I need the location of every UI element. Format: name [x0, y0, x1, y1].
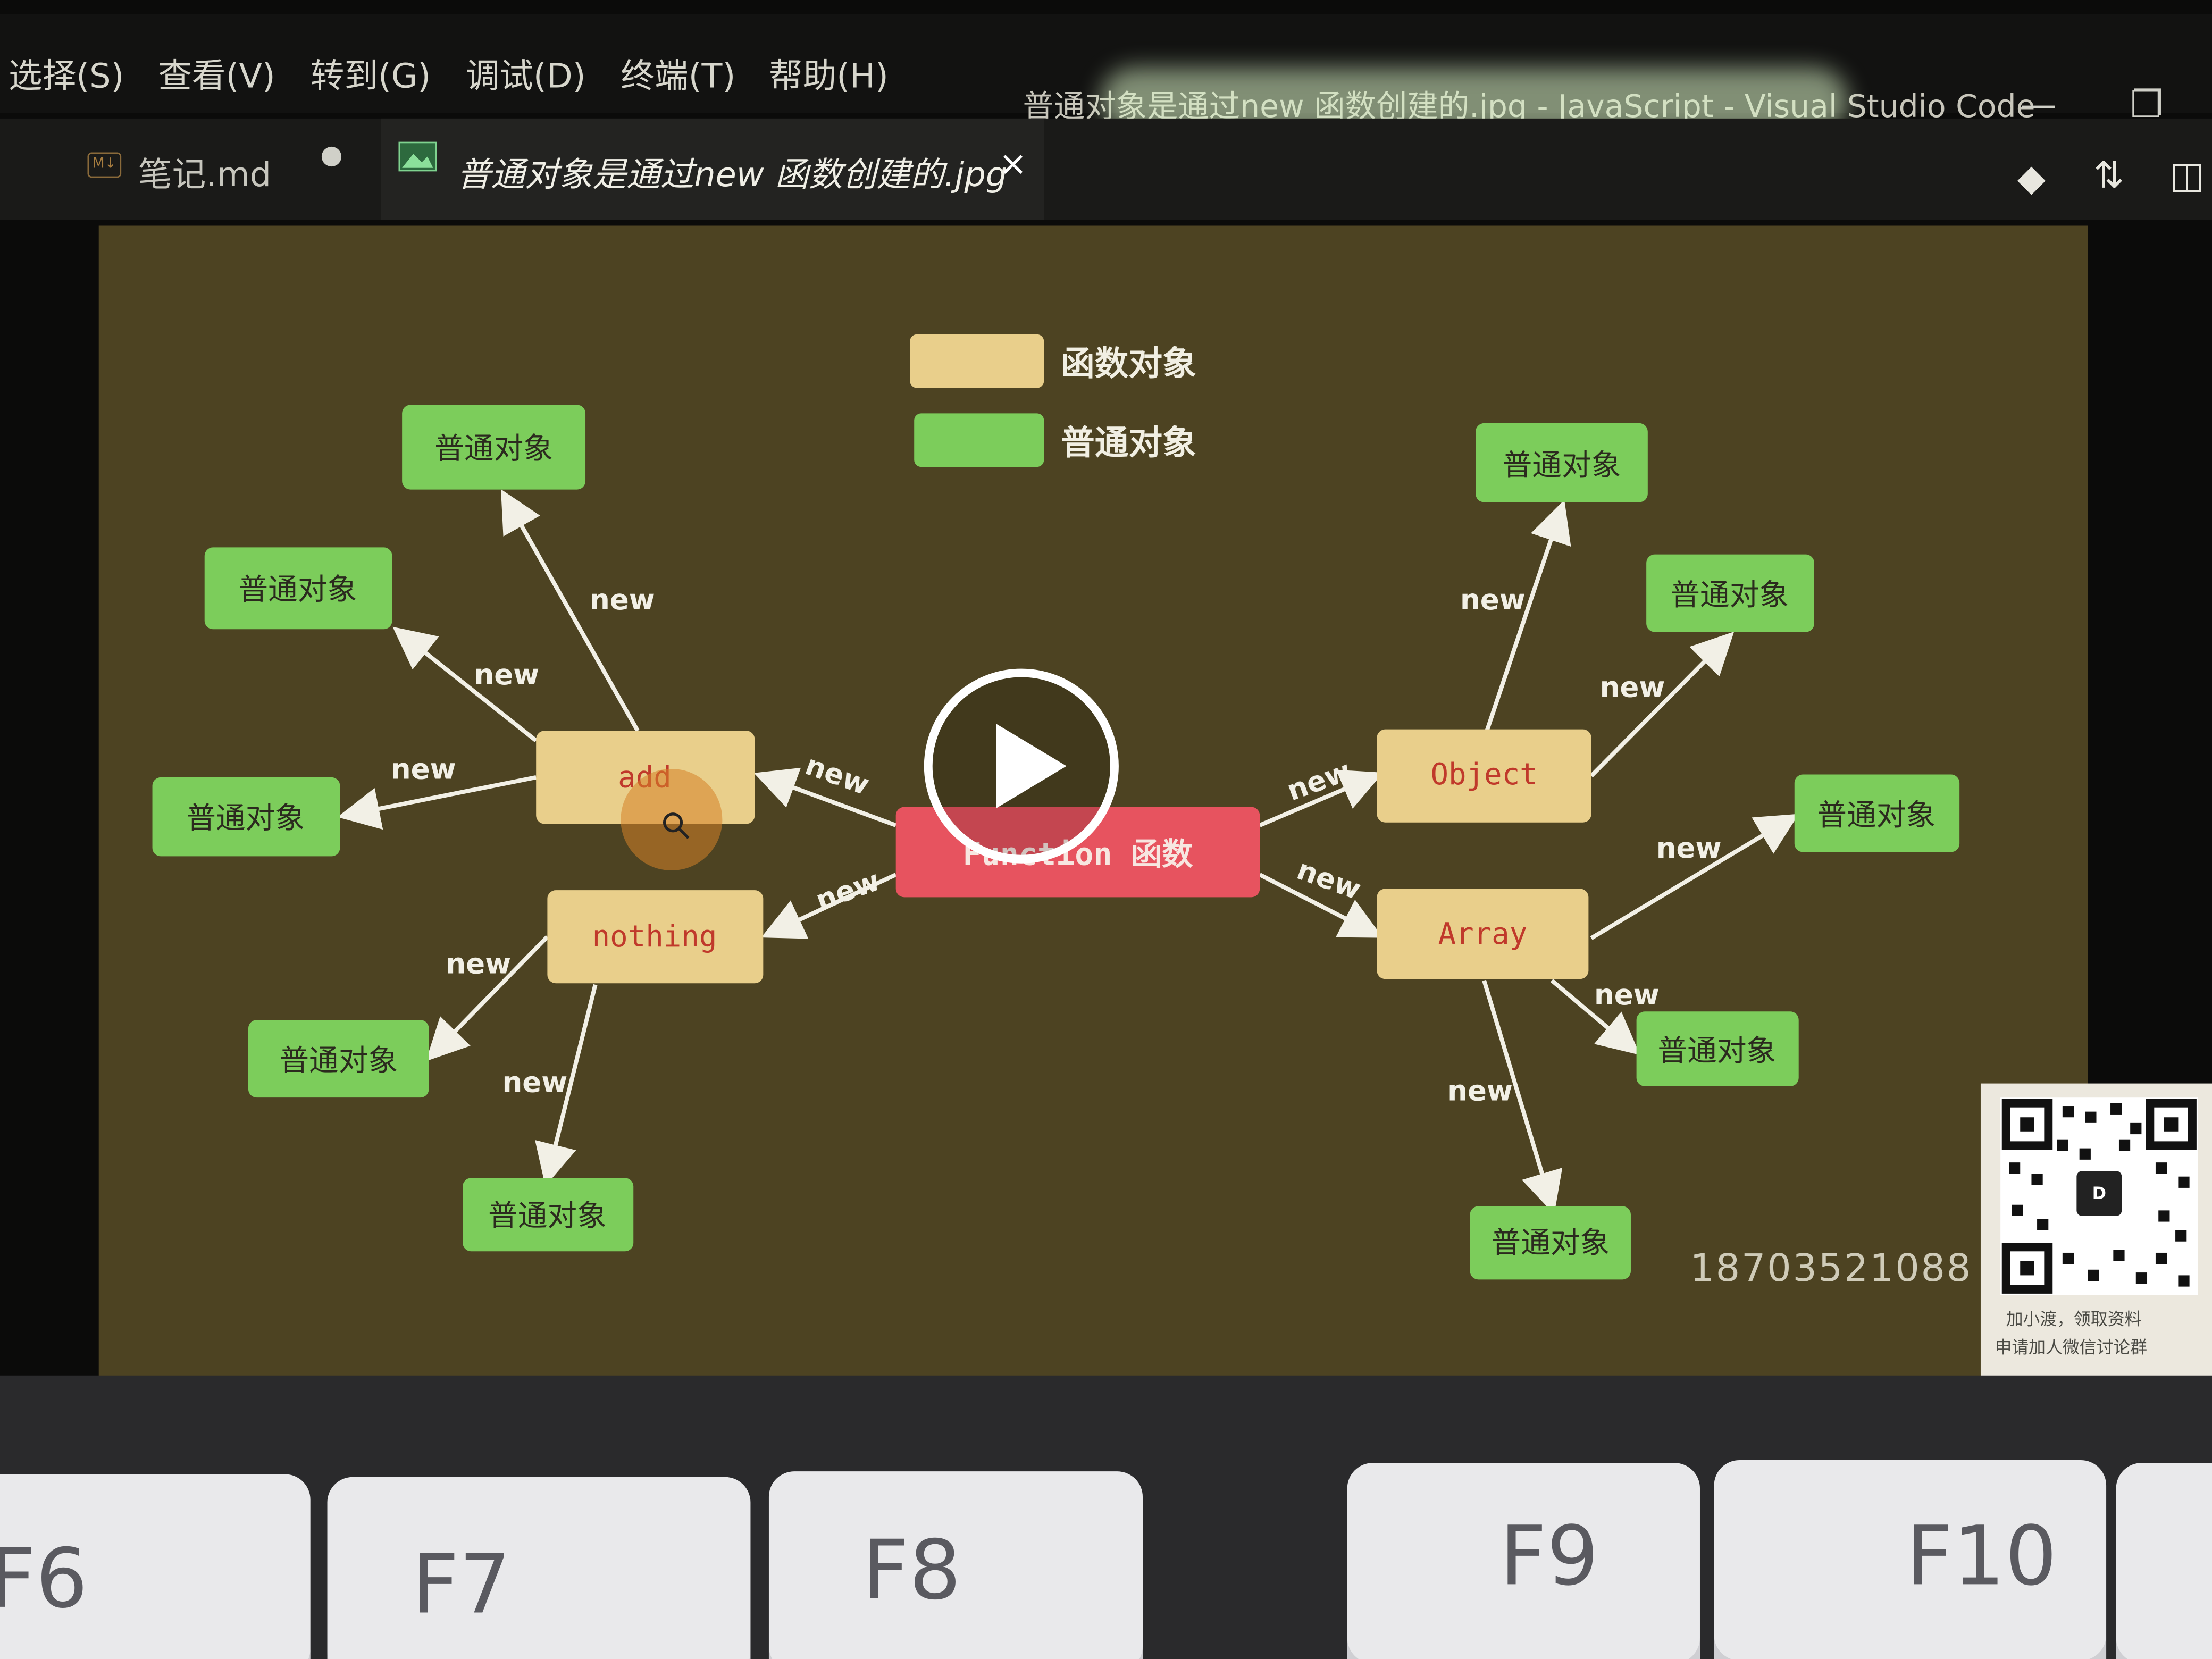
plain-object-label: 普通对象	[1503, 448, 1621, 483]
key-label: F8	[862, 1522, 961, 1619]
new-label: new	[1656, 832, 1722, 865]
key-f10[interactable]: F10	[1714, 1460, 2107, 1659]
git-icon[interactable]: ◆	[2017, 158, 2046, 200]
tab-bar: M↓ 笔记.md 普通对象是通过new 函数创建的.jpg × ◆ ⇅ ◫	[0, 118, 2212, 220]
function-node	[895, 807, 1260, 898]
key-label: F6	[0, 1530, 88, 1627]
plain-object-label: 普通对象	[1817, 798, 1936, 833]
zoom-cursor-icon	[621, 768, 723, 870]
key-f7[interactable]: F7	[327, 1477, 751, 1659]
menu-debug[interactable]: 调试(D)	[465, 56, 586, 96]
plain-object-label: 普通对象	[1657, 1034, 1776, 1068]
qr-code-icon: D	[2000, 1097, 2198, 1295]
key-label: F10	[1906, 1508, 2057, 1604]
plain-object-node	[152, 777, 340, 857]
node-nothing-label: nothing	[592, 919, 717, 954]
node-object-label: Object	[1430, 757, 1537, 792]
legend-label-function: 函数对象	[1061, 345, 1196, 384]
plain-object-node	[248, 1020, 429, 1098]
tab-label: 普通对象是通过new 函数创建的.jpg	[457, 155, 1008, 195]
edge-nothing-2	[535, 984, 598, 1186]
plain-object-label: 普通对象	[1491, 1226, 1610, 1260]
node-array-label: Array	[1438, 917, 1528, 951]
compare-icon[interactable]: ⇅	[2093, 155, 2125, 198]
menu-help[interactable]: 帮助(H)	[768, 56, 889, 96]
edge-function-array	[1259, 873, 1383, 938]
plain-object-node	[1794, 774, 1960, 852]
menu-terminal[interactable]: 终端(T)	[621, 56, 736, 96]
tab-notes[interactable]: M↓ 笔记.md	[0, 119, 381, 220]
edge-array-1	[1590, 814, 1799, 940]
markdown-icon: M↓	[87, 152, 122, 178]
edge-object-1	[1485, 500, 1571, 732]
key-f9[interactable]: F9	[1347, 1463, 1700, 1659]
edge-object-2	[1589, 631, 1735, 778]
new-label: new	[811, 864, 884, 917]
keyboard: F6 F7 F8 F9 F10	[0, 1375, 2212, 1659]
new-label: new	[474, 658, 539, 691]
plain-object-label: 普通对象	[488, 1199, 607, 1234]
plain-object-node	[463, 1178, 634, 1252]
plain-object-label: 普通对象	[238, 573, 357, 607]
plain-object-node	[1636, 1011, 1799, 1086]
legend-swatch-plain	[914, 413, 1044, 467]
close-icon[interactable]: ×	[999, 144, 1027, 183]
edge-function-nothing	[761, 873, 897, 939]
menu-select[interactable]: 选择(S)	[8, 56, 124, 96]
node-nothing	[547, 890, 764, 984]
plain-object-label: 普通对象	[434, 431, 553, 466]
plain-object-label: 普通对象	[186, 801, 305, 835]
node-object	[1377, 729, 1591, 823]
qr-card: D 加小渡，领取资料 申请加人微信讨论群	[1980, 1083, 2212, 1383]
qr-caption-line-1: 加小渡，领取资料	[2006, 1309, 2142, 1329]
tab-label: 笔记.md	[138, 155, 272, 195]
plain-object-label: 普通对象	[279, 1044, 398, 1078]
new-label: new	[502, 1066, 568, 1099]
split-editor-icon[interactable]: ◫	[2169, 155, 2205, 198]
plain-object-node	[402, 405, 586, 490]
plain-object-label: 普通对象	[1670, 578, 1789, 613]
menu-view[interactable]: 查看(V)	[158, 56, 275, 96]
plain-object-node	[1646, 554, 1814, 632]
new-label: new	[590, 583, 655, 616]
edge-nothing-1	[425, 935, 549, 1061]
play-icon[interactable]	[924, 668, 1119, 864]
edge-array-2	[1550, 978, 1640, 1055]
edge-add-2	[392, 626, 538, 742]
new-label: new	[1600, 671, 1665, 704]
legend-swatch-function	[910, 334, 1044, 388]
plain-object-node	[1470, 1206, 1631, 1280]
new-label: new	[1594, 978, 1660, 1011]
qr-caption-line-2: 申请加人微信讨论群	[1995, 1337, 2148, 1358]
edge-function-add	[753, 767, 897, 827]
key-f8[interactable]: F8	[768, 1471, 1143, 1659]
legend-label-plain: 普通对象	[1061, 423, 1196, 463]
new-label: new	[1460, 583, 1526, 616]
new-label: new	[391, 753, 456, 786]
key-f11[interactable]	[2116, 1463, 2212, 1659]
edge-add-3	[337, 775, 537, 830]
edge-function-object	[1259, 769, 1384, 827]
menu-goto[interactable]: 转到(G)	[310, 56, 431, 96]
node-array	[1377, 889, 1589, 979]
key-label: F7	[412, 1536, 512, 1632]
edge-add-1	[500, 489, 640, 732]
image-icon	[398, 141, 437, 172]
key-label: F9	[1499, 1508, 1599, 1604]
new-label: new	[446, 948, 511, 981]
svg-text:D: D	[2092, 1183, 2106, 1203]
plain-object-node	[204, 547, 392, 630]
edge-array-3	[1482, 979, 1563, 1214]
phone-number: 18703521088	[1690, 1247, 1972, 1291]
plain-object-node	[1476, 423, 1648, 502]
tab-image[interactable]: 普通对象是通过new 函数创建的.jpg ×	[381, 118, 1044, 220]
modified-dot-icon	[321, 146, 342, 167]
new-label: new	[1447, 1074, 1513, 1107]
key-f6[interactable]: F6	[0, 1474, 311, 1659]
